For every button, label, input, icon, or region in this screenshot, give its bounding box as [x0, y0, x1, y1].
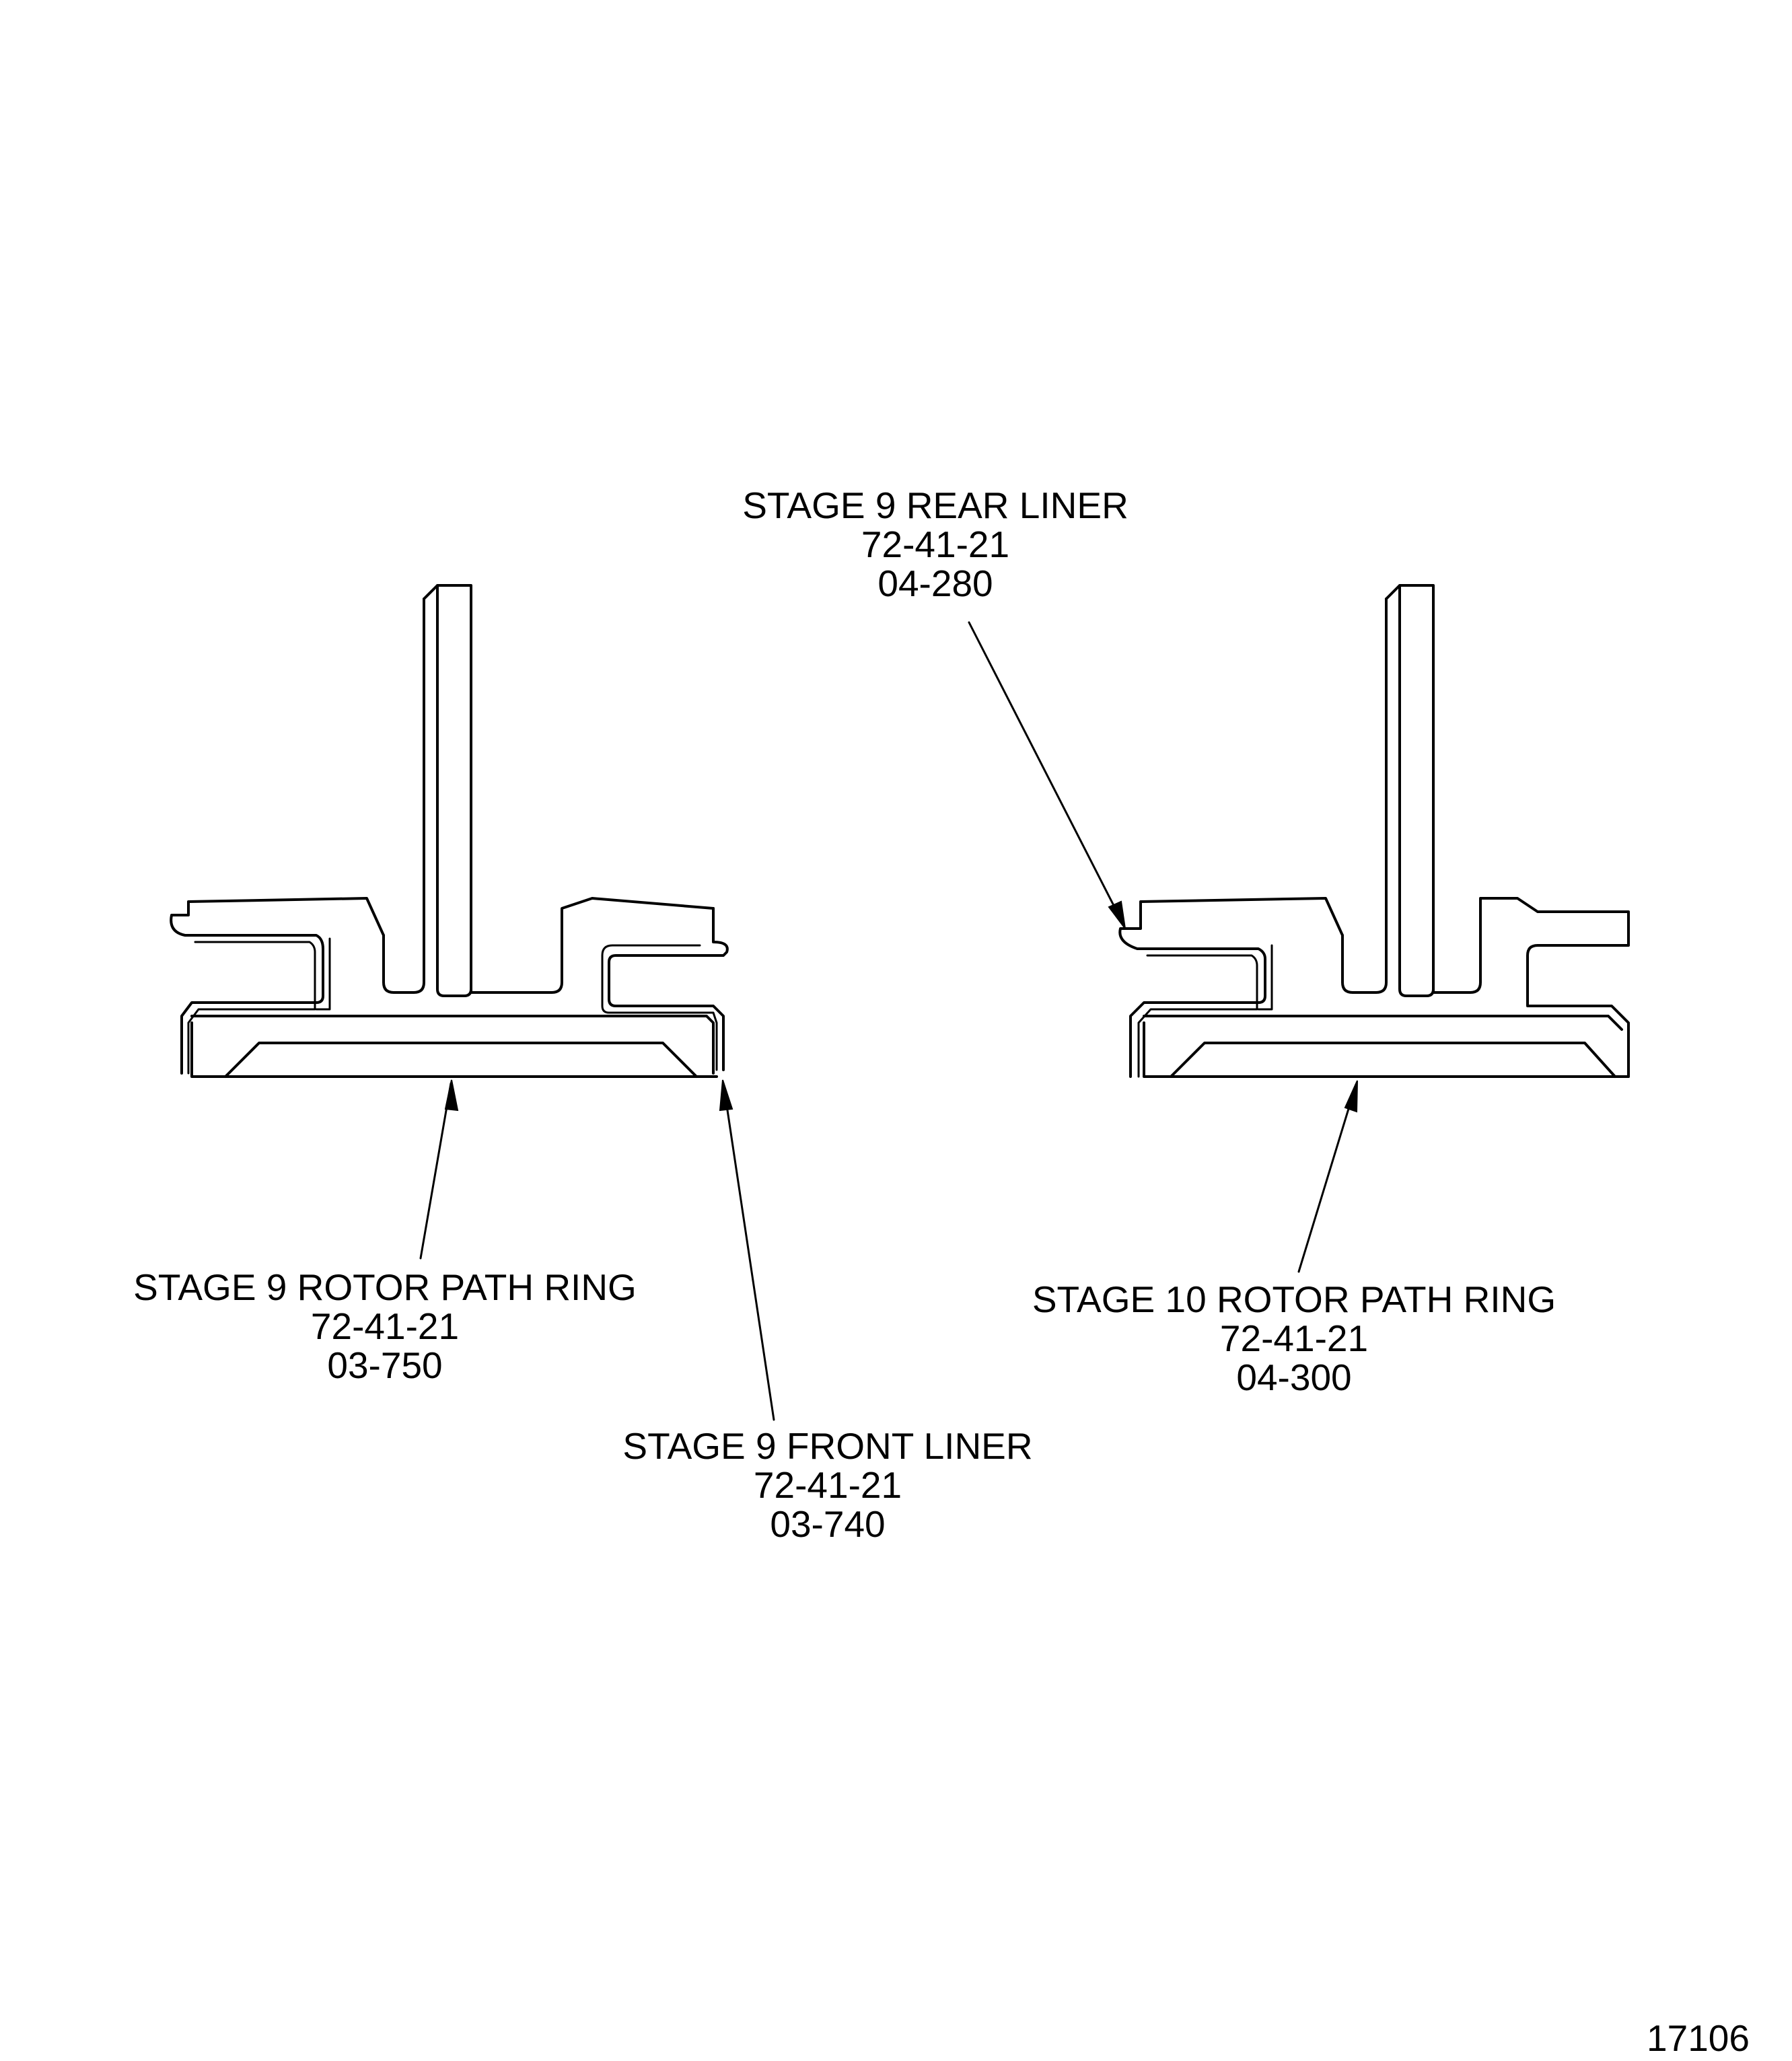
- leader-stage9-rear-liner: [968, 621, 1125, 927]
- leader-stage10-rotor-path-ring: [1297, 1083, 1357, 1273]
- stage10-assembly: [1118, 584, 1630, 1078]
- stage10-left-liner-inner: [1137, 954, 1258, 1078]
- arrowhead-stage9-rotor-path-ring: [444, 1079, 459, 1112]
- callout-chapter: 72-41-21: [311, 1305, 459, 1347]
- callout-stage9-rear-liner: STAGE 9 REAR LINER 72-41-21 04-280: [742, 484, 1128, 604]
- stage10-inner-body: [1143, 1015, 1623, 1031]
- stage9-left-liner-inner: [187, 941, 316, 1075]
- callout-item: 04-280: [877, 563, 993, 604]
- leader-lines: [419, 621, 1358, 1421]
- leader-stage9-front-liner: [722, 1082, 775, 1421]
- arrowhead-stage10-rotor-path-ring: [1344, 1080, 1358, 1113]
- callout-chapter: 72-41-21: [1220, 1317, 1368, 1359]
- stage9-upper-left-outline: [170, 897, 385, 1075]
- callout-stage9-front-liner: STAGE 9 FRONT LINER 72-41-21 03-740: [622, 1425, 1032, 1545]
- callout-title: STAGE 9 ROTOR PATH RING: [133, 1266, 637, 1308]
- callout-title: STAGE 9 REAR LINER: [742, 484, 1128, 526]
- callout-item: 04-300: [1236, 1357, 1351, 1398]
- stage9-right-liner-inner: [601, 944, 718, 1071]
- callout-title: STAGE 9 FRONT LINER: [622, 1425, 1032, 1467]
- stage10-vertical-flange: [1385, 584, 1435, 997]
- callout-item: 03-750: [327, 1344, 442, 1386]
- callout-chapter: 72-41-21: [754, 1464, 902, 1506]
- callout-chapter: 72-41-21: [861, 523, 1009, 565]
- arrowhead-stage9-rear-liner: [1108, 900, 1126, 929]
- stage10-vertical-flange-left: [1341, 598, 1388, 994]
- stage10-left-liner-step: [1257, 944, 1273, 1011]
- stage9-vertical-flange: [423, 584, 472, 997]
- stage9-vertical-flange-left: [382, 598, 425, 994]
- stage9-assembly: [170, 584, 729, 1078]
- stage10-upper-left-outline: [1118, 897, 1344, 1078]
- stage10-flange-base: [1432, 897, 1630, 1078]
- leader-stage9-rotor-path-ring: [419, 1082, 452, 1260]
- stage10-rotor-path-ring: [1143, 1021, 1630, 1078]
- callout-title: STAGE 10 ROTOR PATH RING: [1032, 1278, 1556, 1320]
- callout-stage10-rotor-path-ring: STAGE 10 ROTOR PATH RING 72-41-21 04-300: [1032, 1278, 1556, 1398]
- callout-stage9-rotor-path-ring: STAGE 9 ROTOR PATH RING 72-41-21 03-750: [133, 1266, 637, 1386]
- stage9-flange-base: [470, 897, 715, 994]
- callout-item: 03-740: [770, 1503, 885, 1545]
- stage9-left-liner-step: [315, 937, 331, 1011]
- arrowhead-stage9-front-liner: [719, 1079, 733, 1112]
- stage9-inner-body: [190, 1015, 715, 1075]
- figure-number: 17106: [1647, 2017, 1750, 2059]
- stage9-rotor-path-ring: [190, 1021, 718, 1078]
- stage9-upper-right-outline: [608, 907, 729, 1071]
